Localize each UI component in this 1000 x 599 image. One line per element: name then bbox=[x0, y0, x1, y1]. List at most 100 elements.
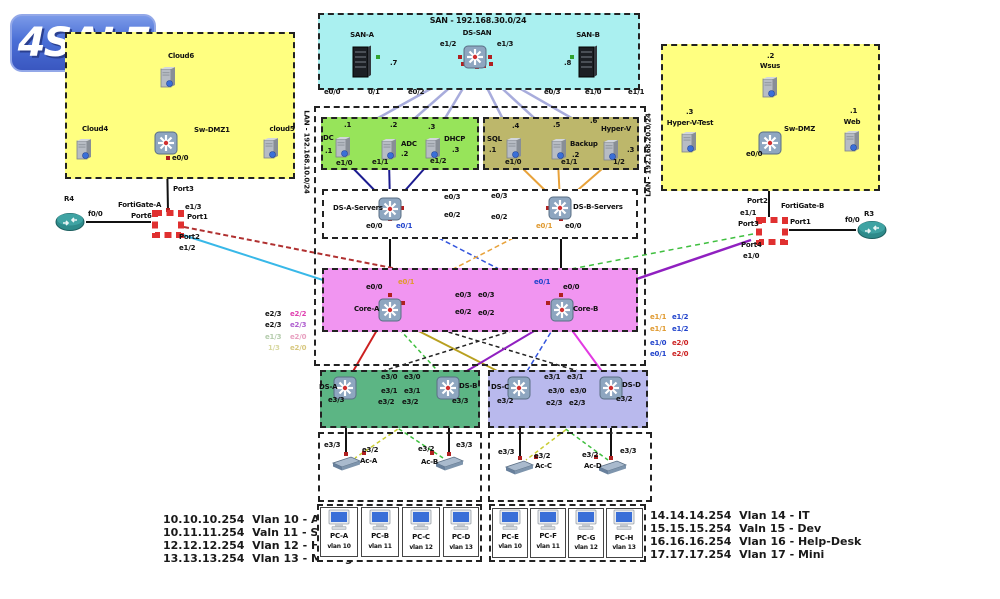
node-ds-san[interactable] bbox=[463, 45, 487, 69]
diagram-label: 1/3 bbox=[268, 344, 280, 352]
node-fortigate-b[interactable] bbox=[755, 217, 789, 245]
node-ac-d[interactable] bbox=[596, 458, 628, 476]
node-ds-d[interactable] bbox=[599, 376, 623, 400]
diagram-label: SAN - 192.168.30.0/24 bbox=[429, 16, 527, 25]
connector-dot bbox=[546, 301, 550, 305]
node-pc-d[interactable] bbox=[448, 509, 474, 533]
node-ac-c[interactable] bbox=[503, 458, 535, 476]
node-wsus[interactable] bbox=[761, 76, 779, 100]
connector-dot bbox=[609, 456, 613, 460]
node-cloud5[interactable] bbox=[262, 137, 280, 161]
diagram-label: e3/3 bbox=[456, 441, 473, 449]
diagram-label: Port3 bbox=[738, 220, 759, 228]
node-cloud6[interactable] bbox=[159, 66, 177, 90]
vlan-legend-line: 17.17.17.254 Vlan 17 - Mini bbox=[650, 548, 825, 561]
diagram-label: Port3 bbox=[173, 185, 194, 193]
switch-icon bbox=[378, 298, 402, 322]
diagram-label: vlan 10 bbox=[327, 543, 351, 550]
node-pc-a[interactable] bbox=[326, 509, 352, 533]
diagram-label: vlan 11 bbox=[368, 543, 392, 550]
diagram-label: .2 bbox=[572, 151, 580, 159]
server-icon bbox=[335, 137, 350, 158]
node-sql[interactable] bbox=[505, 137, 523, 161]
node-pc-e[interactable] bbox=[497, 509, 523, 533]
diagram-label: e0/2 bbox=[444, 211, 461, 219]
diagram-label: PC-C bbox=[412, 533, 430, 541]
node-ds-a[interactable] bbox=[333, 376, 357, 400]
node-r4[interactable] bbox=[55, 212, 85, 232]
diagram-label: e1/3 bbox=[185, 203, 202, 211]
node-pc-b[interactable] bbox=[367, 509, 393, 533]
diagram-label: e0/3 bbox=[544, 88, 561, 96]
diagram-label: e2/0 bbox=[672, 339, 689, 347]
wire bbox=[396, 215, 557, 299]
diagram-label: e3/0 bbox=[381, 373, 398, 381]
diagram-label: e3/3 bbox=[324, 441, 341, 449]
diagram-label: Port4 bbox=[741, 241, 762, 249]
node-adc[interactable] bbox=[380, 138, 398, 162]
diagram-label: e2/3 bbox=[265, 310, 282, 318]
node-san-a[interactable] bbox=[351, 45, 373, 79]
node-pc-h[interactable] bbox=[611, 509, 637, 533]
diagram-label: PC-H bbox=[614, 534, 634, 542]
node-hyper-v[interactable] bbox=[602, 139, 620, 163]
connector-dot bbox=[594, 455, 598, 459]
node-fortigate-a[interactable] bbox=[151, 210, 185, 238]
node-sw-dmz[interactable] bbox=[758, 131, 782, 155]
node-dc[interactable] bbox=[334, 136, 352, 160]
node-hyper-v-test[interactable] bbox=[680, 131, 698, 155]
wire bbox=[183, 226, 551, 300]
diagram-label: Cloud6 bbox=[167, 52, 195, 60]
switch-icon bbox=[507, 376, 531, 400]
node-sw-dmz1[interactable] bbox=[154, 131, 178, 155]
diagram-label: e3/1 bbox=[567, 373, 584, 381]
node-pc-g[interactable] bbox=[573, 509, 599, 533]
switch-icon bbox=[378, 197, 402, 221]
node-pc-f[interactable] bbox=[535, 509, 561, 533]
node-ac-a[interactable] bbox=[330, 454, 362, 472]
diagram-label: e3/3 bbox=[452, 397, 469, 405]
diagram-label: R4 bbox=[64, 195, 74, 203]
node-r3[interactable] bbox=[857, 220, 887, 240]
server-icon bbox=[263, 138, 278, 159]
node-ds-b-servers[interactable] bbox=[548, 196, 572, 220]
diagram-label: e1/1 bbox=[561, 158, 578, 166]
zone-pc-b-box bbox=[361, 507, 399, 557]
diagram-label: e3/3 bbox=[498, 448, 515, 456]
diagram-label: Ac-B bbox=[421, 458, 439, 466]
diagram-label: vlan 13 bbox=[449, 544, 473, 551]
accessswitch-icon bbox=[504, 460, 535, 475]
diagram-label: .5 bbox=[553, 121, 561, 129]
diagram-label: DC bbox=[323, 134, 334, 142]
node-dhcp[interactable] bbox=[424, 137, 442, 161]
diagram-label: e3/2 bbox=[497, 397, 514, 405]
diagram-label: f0/0 bbox=[845, 216, 860, 224]
connector-dot bbox=[400, 206, 404, 210]
node-cloud4[interactable] bbox=[75, 138, 93, 162]
node-ds-b[interactable] bbox=[436, 376, 460, 400]
node-san-b[interactable] bbox=[577, 45, 599, 79]
diagram-label: e3/2 bbox=[362, 446, 379, 454]
diagram-label: e1/1 bbox=[650, 325, 667, 333]
diagram-label: e1/0 bbox=[585, 88, 602, 96]
pc-icon bbox=[410, 509, 432, 530]
node-core-a[interactable] bbox=[378, 298, 402, 322]
node-pc-c[interactable] bbox=[408, 509, 434, 533]
node-ds-a-servers[interactable] bbox=[378, 197, 402, 221]
node-ds-c[interactable] bbox=[507, 376, 531, 400]
server-icon bbox=[160, 67, 175, 88]
diagram-label: e3/2 bbox=[402, 398, 419, 406]
diagram-label: e3/1 bbox=[404, 387, 421, 395]
server-icon bbox=[381, 139, 396, 160]
diagram-label: e1/0 bbox=[743, 252, 760, 260]
node-ac-b[interactable] bbox=[433, 454, 465, 472]
connector-dot bbox=[534, 455, 538, 459]
node-core-b[interactable] bbox=[550, 298, 574, 322]
diagram-label: e1/2 bbox=[672, 325, 689, 333]
router-icon bbox=[857, 221, 887, 239]
node-backup[interactable] bbox=[550, 138, 568, 162]
node-web[interactable] bbox=[843, 130, 861, 154]
diagram-label: e2/3 bbox=[569, 399, 586, 407]
diagram-label: e3/0 bbox=[570, 387, 587, 395]
